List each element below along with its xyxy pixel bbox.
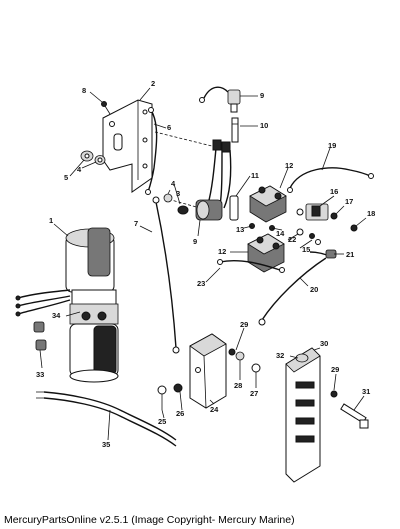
cable-6	[145, 107, 158, 195]
solenoid-11	[195, 139, 239, 221]
screw-8	[101, 101, 111, 115]
callout-16: 16	[330, 187, 338, 196]
mounting-bracket	[102, 99, 153, 193]
copyright-caption: MercuryPartsOnline v2.5.1 (Image Copyrig…	[4, 514, 295, 526]
cable-7	[152, 196, 180, 354]
callout-9-top: 9	[260, 91, 264, 100]
callout-30: 30	[320, 339, 328, 348]
callout-12-upper: 12	[285, 161, 293, 170]
callout-2: 2	[151, 79, 155, 88]
callout-13: 13	[236, 225, 244, 234]
callout-24: 24	[210, 405, 219, 414]
terminal-block-30	[285, 347, 321, 483]
callout-23: 23	[197, 279, 205, 288]
fittings-33-34	[33, 321, 47, 351]
callout-4-mid: 4	[171, 179, 176, 188]
cable-23	[217, 259, 285, 273]
exploded-parts-diagram: 2 8 6 5 4 4 3 9 10 11 12 19 7 9 12 13 14…	[15, 79, 375, 483]
callout-34: 34	[52, 311, 61, 320]
circuit-breaker-16	[296, 203, 329, 221]
cable-19	[287, 167, 374, 193]
callout-8: 8	[82, 86, 86, 95]
cable-20	[258, 257, 327, 326]
callout-28: 28	[234, 381, 242, 390]
callout-18: 18	[367, 209, 375, 218]
washer-4-nut-5	[80, 150, 106, 165]
callout-labels: 2 8 6 5 4 4 3 9 10 11 12 19 7 9 12 13 14…	[36, 79, 375, 449]
callout-6: 6	[167, 123, 171, 132]
callout-10: 10	[260, 121, 268, 130]
sender-9	[199, 86, 241, 113]
callout-17: 17	[345, 197, 353, 206]
harness-35	[36, 391, 177, 447]
callout-4-left: 4	[77, 165, 82, 174]
callout-9-lower: 9	[193, 237, 197, 246]
callout-25: 25	[158, 417, 166, 426]
callout-12-lower: 12	[218, 247, 226, 256]
hardware-25-29	[157, 348, 261, 410]
solenoid-12-upper	[249, 185, 287, 223]
hardware-15-17-18-22	[296, 212, 358, 245]
callout-20: 20	[310, 285, 318, 294]
leader-lines	[39, 87, 367, 441]
callout-1: 1	[49, 216, 53, 225]
bolt-31-washer-29	[330, 390, 369, 429]
cable-21	[309, 249, 337, 259]
callout-29-right: 29	[331, 365, 339, 374]
callout-5: 5	[64, 173, 68, 182]
bracket-24	[189, 333, 227, 409]
callout-26: 26	[176, 409, 184, 418]
callout-7: 7	[134, 219, 138, 228]
solenoid-12-lower	[247, 233, 285, 273]
callout-11: 11	[251, 171, 259, 180]
callout-29-left: 29	[240, 320, 248, 329]
callout-22: 22	[288, 235, 296, 244]
callout-31: 31	[362, 387, 370, 396]
bolt-10	[231, 117, 239, 143]
callout-32: 32	[276, 351, 284, 360]
pump-motor-assembly	[15, 227, 119, 383]
callout-35: 35	[102, 440, 110, 449]
callout-19: 19	[328, 141, 336, 150]
callout-27: 27	[250, 389, 258, 398]
callout-21: 21	[346, 250, 354, 259]
screw-13-nut-14	[249, 223, 275, 231]
callout-33: 33	[36, 370, 44, 379]
plug-32	[295, 353, 309, 363]
callout-14: 14	[276, 229, 285, 238]
callout-3: 3	[176, 189, 180, 198]
callout-15: 15	[302, 245, 310, 254]
